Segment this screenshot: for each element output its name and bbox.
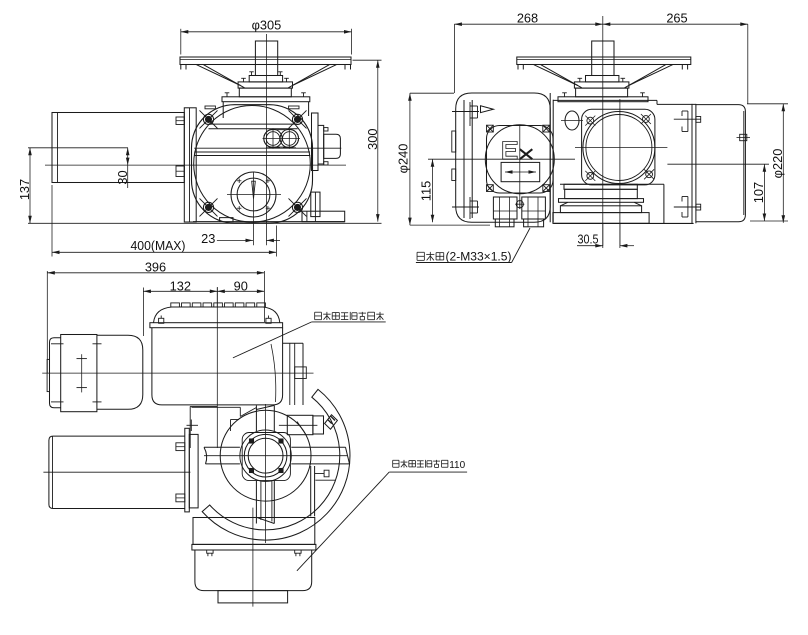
svg-text:90: 90: [234, 278, 248, 293]
svg-text:30: 30: [115, 170, 130, 184]
svg-text:φ220: φ220: [770, 149, 785, 179]
svg-text:132: 132: [170, 278, 191, 293]
svg-text:110: 110: [449, 460, 465, 471]
svg-text:(2-M33×1.5): (2-M33×1.5): [446, 249, 512, 263]
svg-text:268: 268: [517, 10, 538, 25]
svg-text:396: 396: [145, 260, 166, 275]
svg-text:107: 107: [751, 182, 766, 203]
svg-text:30.5: 30.5: [578, 232, 599, 247]
svg-text:φ305: φ305: [252, 17, 282, 32]
svg-text:115: 115: [419, 181, 434, 201]
svg-text:φ240: φ240: [396, 144, 411, 174]
svg-text:400(MAX): 400(MAX): [131, 238, 186, 253]
svg-text:23: 23: [201, 231, 215, 246]
svg-text:265: 265: [666, 10, 687, 25]
svg-text:300: 300: [365, 129, 380, 150]
svg-text:137: 137: [17, 179, 32, 200]
